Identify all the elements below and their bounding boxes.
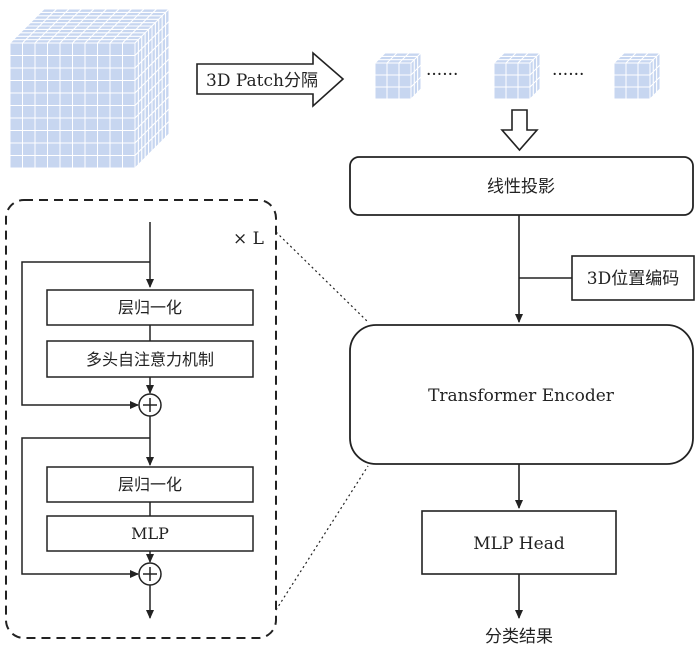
norm-1-box bbox=[46, 289, 254, 326]
transformer-encoder-label: Transformer Encoder bbox=[428, 386, 615, 406]
patch-cube-3 bbox=[612, 51, 662, 101]
hollow-down-arrow bbox=[500, 109, 539, 152]
norm-2-box bbox=[46, 466, 254, 503]
transformer-encoder-box: Transformer Encoder bbox=[349, 324, 694, 465]
add-node-2 bbox=[138, 562, 162, 586]
linear-projection-label: 线性投影 bbox=[487, 177, 555, 197]
position-encoding-label: 3D位置编码 bbox=[587, 269, 679, 289]
patch-split-arrow: 3D Patch分隔 bbox=[196, 51, 345, 108]
norm-2-label: 层归一化 bbox=[118, 475, 182, 494]
mlp-box bbox=[46, 515, 254, 552]
classification-result-label: 分类结果 bbox=[485, 627, 553, 647]
ellipsis-2: ······ bbox=[552, 65, 584, 85]
mlp-head-label: MLP Head bbox=[473, 534, 565, 554]
mhsa-label: 多头自注意力机制 bbox=[86, 350, 214, 369]
position-encoding-box: 3D位置编码 bbox=[571, 255, 695, 301]
add-node-1 bbox=[138, 393, 162, 417]
encoder-detail-panel: × L 层归一化 多头自注意力机制 层归一化 MLP bbox=[5, 199, 277, 639]
mlp-head-box: MLP Head bbox=[421, 510, 617, 575]
patch-split-label: 3D Patch分隔 bbox=[206, 71, 318, 91]
patch-cube-1 bbox=[373, 51, 423, 101]
ellipsis-1: ······ bbox=[426, 65, 458, 85]
repeat-label: × L bbox=[233, 229, 264, 249]
linear-projection-box: 线性投影 bbox=[349, 156, 694, 216]
norm-1-label: 层归一化 bbox=[118, 298, 182, 317]
input-volume-cube bbox=[8, 7, 171, 170]
mlp-label: MLP bbox=[131, 524, 169, 543]
patch-cube-2 bbox=[492, 51, 542, 101]
mhsa-box bbox=[46, 340, 254, 378]
